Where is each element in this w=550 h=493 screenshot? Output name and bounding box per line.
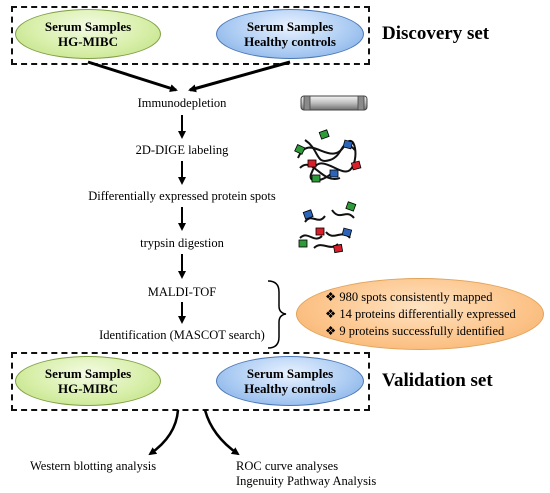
arrow-to-roc-ingenuity: [203, 409, 240, 456]
validation-set-label: Validation set: [382, 370, 493, 391]
output-ingenuity: Ingenuity Pathway Analysis: [236, 474, 377, 488]
arrow-right-to-immunodepletion: [188, 60, 291, 93]
discovery-healthy-line2: Healthy controls: [244, 34, 336, 49]
discovery-hg-mibc-line2: HG-MIBC: [58, 34, 118, 49]
output-roc-curve: ROC curve analyses: [236, 459, 339, 473]
result-item-spots-text: 980 spots consistently mapped: [339, 289, 493, 304]
validation-hg-mibc-ellipse: Serum Samples HG-MIBC: [15, 356, 161, 406]
results-bracket: [267, 280, 287, 349]
step-trypsin-digestion: trypsin digestion: [140, 236, 224, 250]
arrow-to-western-blotting: [148, 409, 180, 456]
diamond-bullet-icon: ❖: [325, 289, 337, 304]
discovery-hg-mibc-line1: Serum Samples: [44, 19, 132, 34]
result-item-proteins-diff: ❖ 14 proteins differentially expressed: [325, 306, 543, 323]
discovery-hg-mibc-ellipse: Serum Samples HG-MIBC: [15, 9, 161, 59]
labeled-proteins-icon: [294, 129, 362, 183]
validation-healthy-line2: Healthy controls: [244, 381, 336, 396]
arrow-left-to-immunodepletion: [87, 60, 178, 92]
step-maldi-tof: MALDI-TOF: [147, 285, 217, 299]
step-immunodepletion: Immunodepletion: [137, 96, 227, 110]
discovery-set-label: Discovery set: [382, 23, 490, 44]
discovery-healthy-ellipse: Serum Samples Healthy controls: [216, 9, 364, 59]
validation-healthy-ellipse: Serum Samples Healthy controls: [216, 356, 364, 406]
column-cartridge-icon: [300, 95, 368, 111]
discovery-healthy-line1: Serum Samples: [246, 19, 334, 34]
step-differential-spots: Differentially expressed protein spots: [88, 189, 276, 203]
output-western-blotting: Western blotting analysis: [30, 459, 157, 473]
validation-set-box: [11, 352, 370, 411]
step-2d-dige-labeling: 2D-DIGE labeling: [135, 143, 229, 157]
validation-hg-mibc-line2: HG-MIBC: [58, 381, 118, 396]
step-identification: Identification (MASCOT search): [99, 328, 265, 342]
validation-hg-mibc-line1: Serum Samples: [44, 366, 132, 381]
digested-peptides-icon: [298, 201, 357, 254]
result-item-proteins-id: ❖ 9 proteins successfully identified: [325, 323, 543, 340]
diamond-bullet-icon: ❖: [325, 323, 337, 338]
validation-healthy-line1: Serum Samples: [246, 366, 334, 381]
diamond-bullet-icon: ❖: [325, 306, 337, 321]
discovery-set-box: [11, 6, 370, 65]
results-ellipse: ❖ 980 spots consistently mapped ❖ 14 pro…: [296, 278, 544, 350]
result-item-spots: ❖ 980 spots consistently mapped: [325, 289, 543, 306]
result-item-proteins-diff-text: 14 proteins differentially expressed: [339, 306, 516, 321]
result-item-proteins-id-text: 9 proteins successfully identified: [339, 323, 505, 338]
